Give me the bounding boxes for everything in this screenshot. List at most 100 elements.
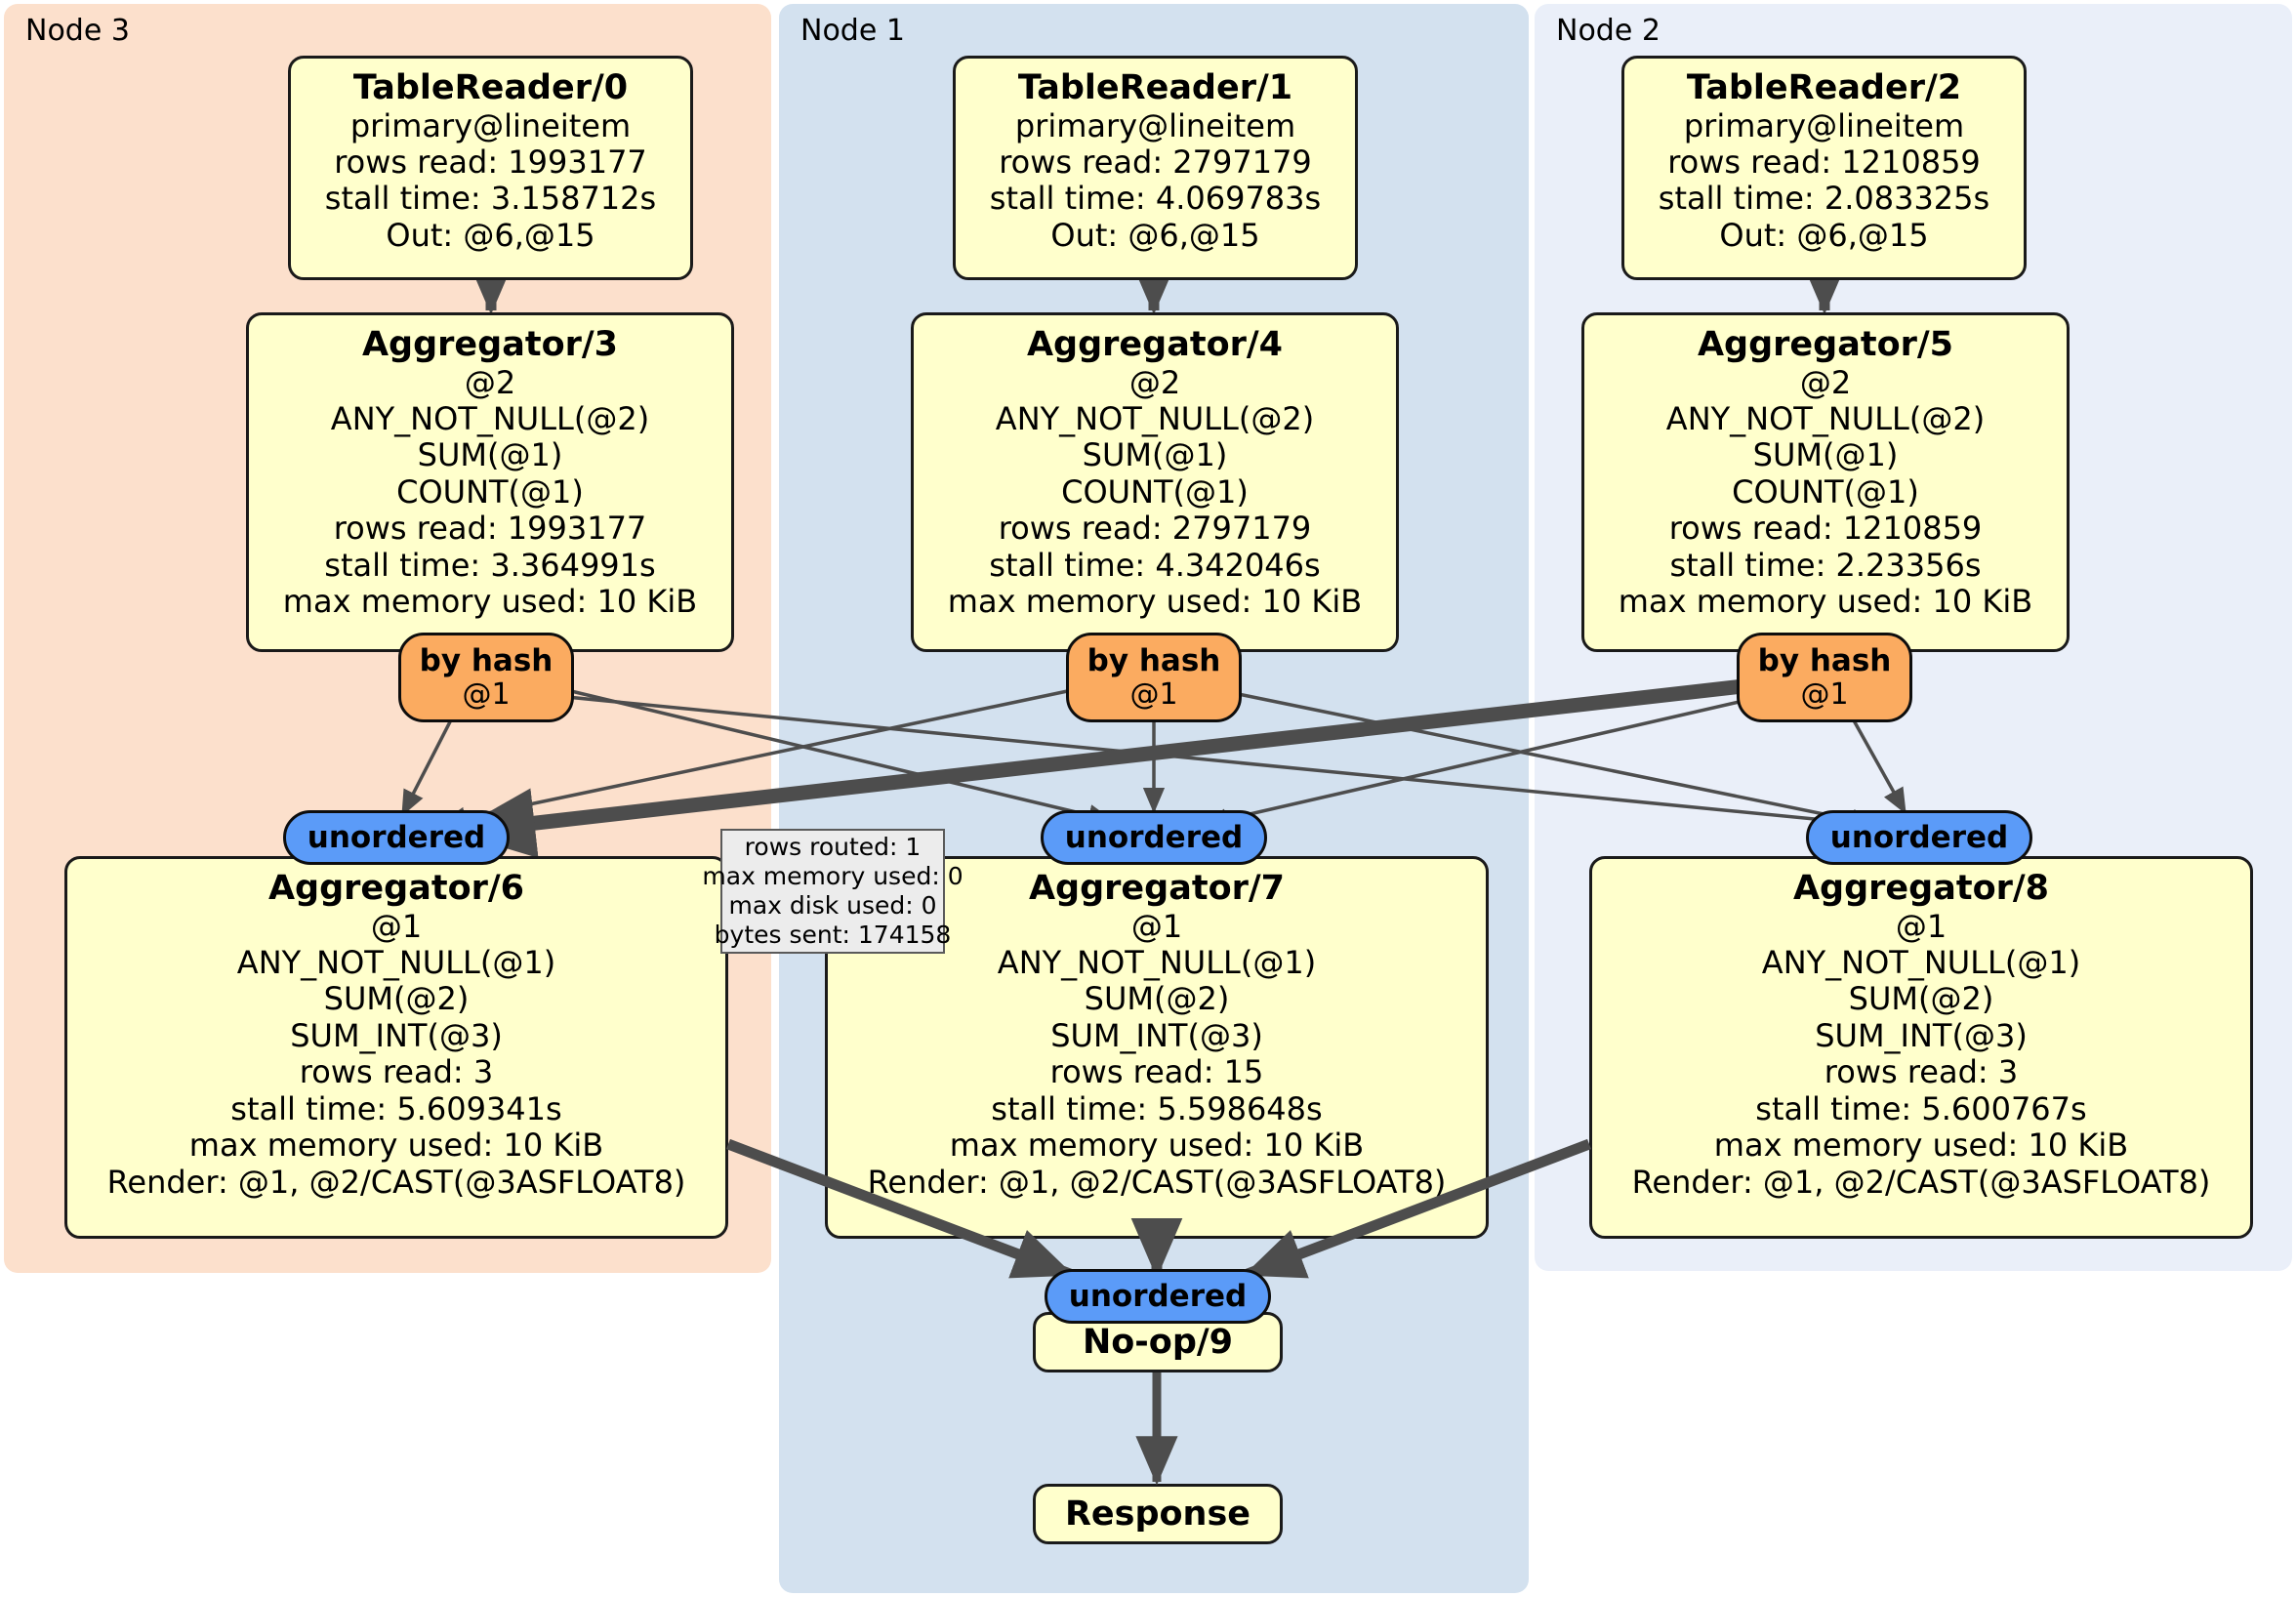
node-detail-line: SUM_INT(@3): [1050, 1016, 1263, 1054]
stats-line: rows routed: 1: [744, 833, 922, 861]
node-detail-line: ANY_NOT_NULL(@2): [995, 400, 1315, 438]
node-detail-line: max memory used: 10 KiB: [949, 1126, 1365, 1165]
router-subtitle: @1: [1800, 676, 1849, 712]
node-detail-line: primary@lineitem: [1683, 106, 1965, 144]
node-title: Aggregator/3: [361, 325, 619, 364]
node-title: TableReader/0: [352, 68, 629, 107]
node-detail-line: max memory used: 10 KiB: [188, 1126, 604, 1165]
node-detail-line: ANY_NOT_NULL(@2): [330, 400, 650, 438]
cluster-node-2-label: Node 2: [1556, 14, 1660, 48]
node-detail-line: SUM(@1): [1082, 436, 1228, 474]
edge-stats-tooltip: rows routed: 1 max memory used: 0 max di…: [702, 829, 964, 954]
node-detail-line: rows read: 15: [1049, 1053, 1264, 1091]
node-title: Aggregator/7: [1028, 869, 1286, 908]
node-tablereader-1[interactable]: TableReader/1 primary@lineitem rows read…: [953, 56, 1358, 280]
node-detail-line: SUM_INT(@3): [290, 1016, 503, 1054]
node-detail-line: SUM(@2): [1848, 980, 1994, 1018]
node-detail-line: @2: [1128, 363, 1181, 401]
node-detail-line: @1: [1130, 907, 1183, 945]
node-title: TableReader/1: [1017, 68, 1293, 107]
cluster-node-3-label: Node 3: [25, 14, 130, 48]
node-tablereader-0[interactable]: TableReader/0 primary@lineitem rows read…: [288, 56, 693, 280]
router-title: by hash: [1086, 643, 1221, 679]
node-detail-line: SUM(@1): [1752, 436, 1899, 474]
synchronizer-unordered-center[interactable]: unordered: [1041, 810, 1267, 865]
node-detail-line: @1: [370, 907, 423, 945]
node-detail-line: Out: @6,@15: [1050, 216, 1260, 254]
node-detail-line: rows read: 1993177: [333, 510, 647, 548]
node-detail-line: rows read: 1210859: [1667, 143, 1981, 182]
node-detail-line: SUM(@2): [1084, 980, 1230, 1018]
node-detail-line: stall time: 3.364991s: [324, 546, 656, 584]
synchronizer-unordered-right[interactable]: unordered: [1806, 810, 2032, 865]
node-detail-line: stall time: 4.342046s: [989, 546, 1321, 584]
cluster-node-1-label: Node 1: [800, 14, 905, 48]
node-detail-line: stall time: 3.158712s: [324, 180, 657, 218]
node-detail-line: rows read: 3: [1824, 1053, 2019, 1091]
node-detail-line: Out: @6,@15: [1719, 216, 1929, 254]
node-detail-line: primary@lineitem: [349, 106, 632, 144]
node-title: Aggregator/8: [1792, 869, 2050, 908]
synchronizer-label: unordered: [1068, 1279, 1248, 1314]
node-detail-line: COUNT(@1): [1732, 472, 1919, 511]
node-aggregator-5[interactable]: Aggregator/5 @2 ANY_NOT_NULL(@2) SUM(@1)…: [1581, 312, 2070, 652]
synchronizer-unordered-left[interactable]: unordered: [283, 810, 510, 865]
node-detail-line: SUM(@1): [417, 436, 563, 474]
node-detail-line: rows read: 2797179: [998, 510, 1312, 548]
node-detail-line: ANY_NOT_NULL(@1): [997, 944, 1317, 982]
node-aggregator-6[interactable]: Aggregator/6 @1 ANY_NOT_NULL(@1) SUM(@2)…: [64, 856, 728, 1239]
node-aggregator-4[interactable]: Aggregator/4 @2 ANY_NOT_NULL(@2) SUM(@1)…: [911, 312, 1399, 652]
router-title: by hash: [419, 643, 554, 679]
router-by-hash-node-3[interactable]: by hash @1: [398, 633, 574, 722]
node-detail-line: Out: @6,@15: [386, 216, 595, 254]
router-by-hash-node-1[interactable]: by hash @1: [1066, 633, 1242, 722]
router-subtitle: @1: [1129, 676, 1178, 712]
node-detail-line: rows read: 3: [299, 1053, 494, 1091]
node-title: Aggregator/6: [267, 869, 525, 908]
node-detail-line: stall time: 4.069783s: [989, 180, 1322, 218]
synchronizer-label: unordered: [307, 820, 486, 855]
node-title: Aggregator/4: [1026, 325, 1284, 364]
node-detail-line: SUM_INT(@3): [1815, 1016, 2028, 1054]
router-title: by hash: [1757, 643, 1892, 679]
node-response[interactable]: Response: [1033, 1484, 1283, 1544]
node-detail-line: @2: [464, 363, 516, 401]
node-detail-line: max memory used: 10 KiB: [1713, 1126, 2129, 1165]
node-detail-line: @1: [1895, 907, 1948, 945]
node-tablereader-2[interactable]: TableReader/2 primary@lineitem rows read…: [1621, 56, 2027, 280]
synchronizer-label: unordered: [1829, 820, 2009, 855]
node-detail-line: stall time: 2.083325s: [1658, 180, 1990, 218]
router-by-hash-node-2[interactable]: by hash @1: [1737, 633, 1912, 722]
node-detail-line: stall time: 5.609341s: [230, 1089, 562, 1127]
node-detail-line: rows read: 1993177: [334, 143, 647, 182]
node-detail-line: Render: @1, @2/CAST(@3ASFLOAT8): [867, 1163, 1447, 1201]
node-title: No-op/9: [1082, 1322, 1234, 1362]
node-detail-line: primary@lineitem: [1014, 106, 1296, 144]
node-detail-line: rows read: 2797179: [999, 143, 1312, 182]
node-detail-line: rows read: 1210859: [1668, 510, 1983, 548]
node-aggregator-8[interactable]: Aggregator/8 @1 ANY_NOT_NULL(@1) SUM(@2)…: [1589, 856, 2253, 1239]
stats-line: max memory used: 0: [702, 862, 964, 890]
node-detail-line: stall time: 5.598648s: [991, 1089, 1323, 1127]
node-detail-line: max memory used: 10 KiB: [947, 583, 1363, 621]
synchronizer-unordered-final[interactable]: unordered: [1045, 1269, 1271, 1324]
node-detail-line: COUNT(@1): [396, 472, 584, 511]
node-detail-line: COUNT(@1): [1061, 472, 1249, 511]
node-detail-line: stall time: 2.23356s: [1669, 546, 1982, 584]
node-detail-line: stall time: 5.600767s: [1755, 1089, 2087, 1127]
node-detail-line: Render: @1, @2/CAST(@3ASFLOAT8): [106, 1163, 686, 1201]
node-detail-line: SUM(@2): [323, 980, 470, 1018]
node-title: TableReader/2: [1686, 68, 1962, 107]
router-subtitle: @1: [462, 676, 511, 712]
synchronizer-label: unordered: [1064, 820, 1244, 855]
node-detail-line: max memory used: 10 KiB: [1618, 583, 2033, 621]
node-detail-line: @2: [1799, 363, 1852, 401]
stats-line: bytes sent: 174158: [714, 921, 952, 949]
node-detail-line: ANY_NOT_NULL(@1): [236, 944, 556, 982]
node-aggregator-3[interactable]: Aggregator/3 @2 ANY_NOT_NULL(@2) SUM(@1)…: [246, 312, 734, 652]
node-detail-line: ANY_NOT_NULL(@2): [1665, 400, 1986, 438]
node-title: Aggregator/5: [1697, 325, 1954, 364]
node-detail-line: ANY_NOT_NULL(@1): [1761, 944, 2081, 982]
node-detail-line: Render: @1, @2/CAST(@3ASFLOAT8): [1631, 1163, 2211, 1201]
